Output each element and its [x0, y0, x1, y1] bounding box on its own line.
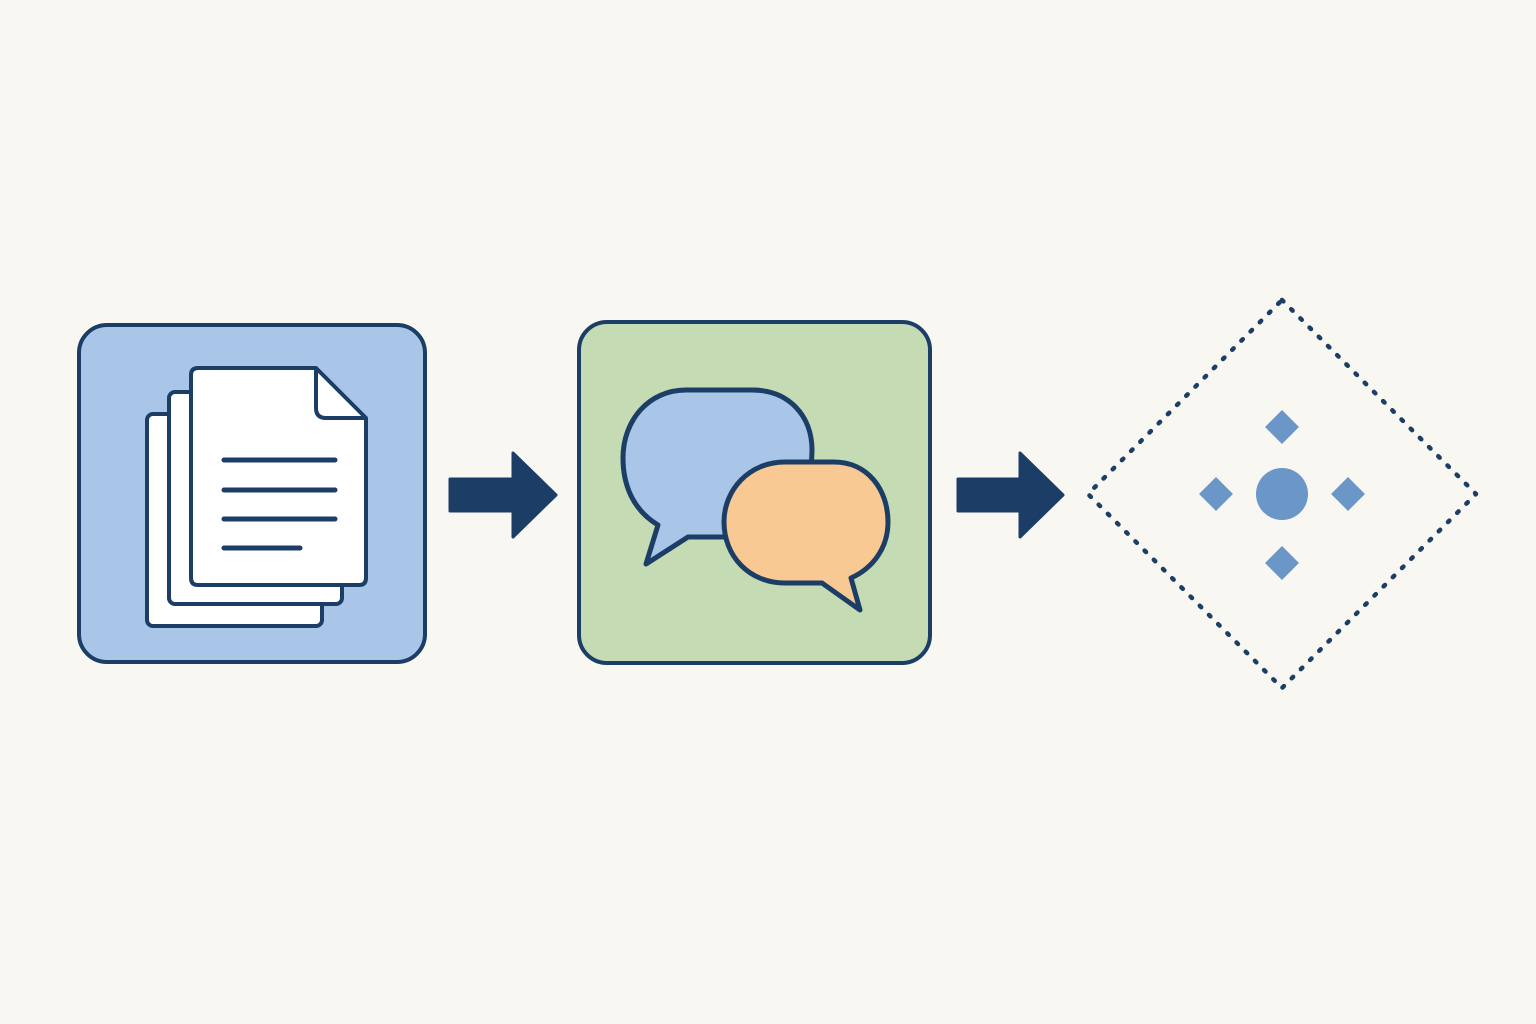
- top-diamond-marker: [1265, 410, 1299, 444]
- center-dot-marker: [1256, 468, 1308, 520]
- left-diamond-marker: [1199, 477, 1233, 511]
- stacked-documents-icon: [145, 366, 368, 628]
- right-diamond-marker: [1331, 477, 1365, 511]
- document-page-front: [189, 366, 368, 587]
- bottom-diamond-marker: [1265, 546, 1299, 580]
- speech-bubbles-icon: [620, 387, 891, 613]
- documents-step: [77, 323, 427, 664]
- conversation-step: [577, 320, 932, 665]
- document-text-lines: [221, 457, 338, 551]
- arrow-right-icon: [956, 451, 1065, 539]
- result-step: [1085, 297, 1479, 691]
- dotted-diamond-icon: [1085, 297, 1479, 691]
- document-page-fold: [314, 368, 366, 420]
- diamond-markers: [1199, 410, 1365, 580]
- speech-bubble-orange: [721, 459, 891, 613]
- arrow-right-icon: [448, 451, 558, 539]
